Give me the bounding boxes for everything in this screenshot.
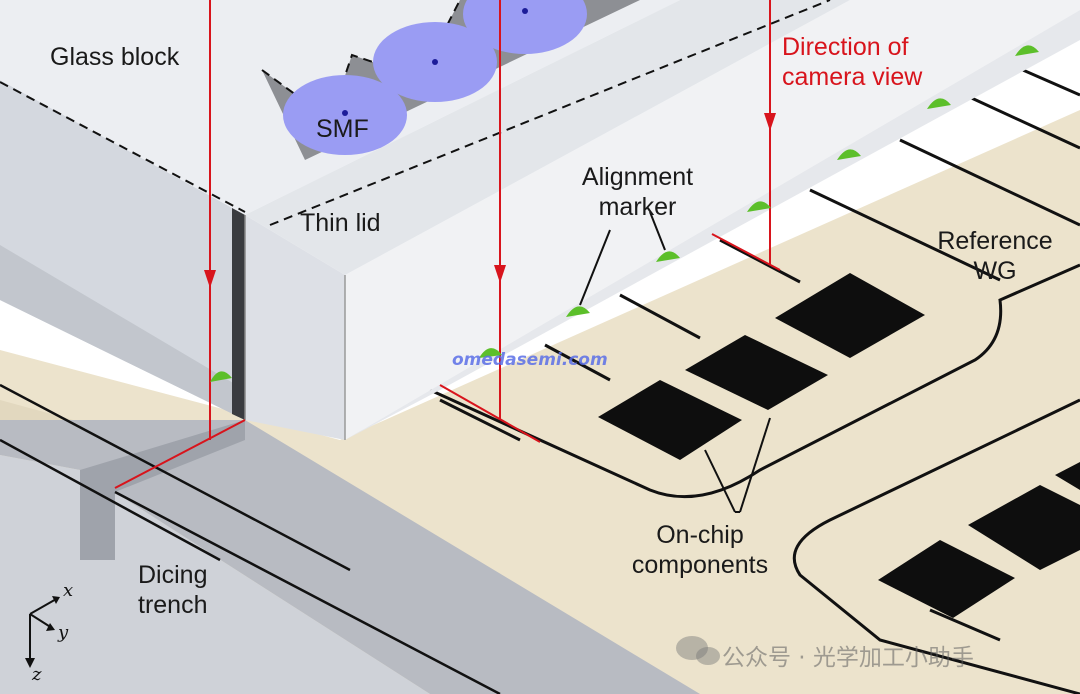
axis-x-label: x	[63, 580, 74, 601]
single-mode-fibers	[283, 0, 587, 155]
lid-gap	[232, 208, 245, 420]
component-4	[878, 540, 1015, 618]
thin-lid-top	[245, 0, 850, 275]
glass-block-bottom-shade	[0, 245, 245, 420]
marker-1	[210, 371, 232, 382]
axis-triad	[25, 596, 60, 668]
trench-edge	[114, 490, 501, 694]
axis-z-label: z	[32, 664, 42, 685]
camera-rays	[114, 0, 781, 489]
camera-view-label: Direction of camera view	[782, 32, 922, 92]
camera-view-line-1: Direction of	[782, 33, 909, 61]
glass-block-label: Glass block	[50, 43, 180, 71]
fiber-3	[463, 0, 587, 54]
marker-3	[566, 306, 590, 317]
component-2	[685, 335, 828, 410]
dicing-trench-floor	[0, 420, 700, 694]
alignment-marker-line-1: Alignment	[581, 163, 694, 191]
thin-lid-front-lower	[345, 10, 1080, 440]
waveguides	[429, 58, 1080, 694]
marker-6	[837, 149, 861, 160]
component-5	[968, 485, 1080, 570]
alignment-marker-label: Alignment marker	[560, 162, 715, 222]
trench-edge-back	[0, 383, 351, 572]
on-chip-components	[598, 273, 1080, 618]
alignment-markers	[210, 45, 1039, 382]
component-3	[775, 273, 925, 358]
thin-lid-front	[345, 0, 1080, 440]
alignment-marker-line-2: marker	[598, 193, 677, 221]
glass-outlines	[0, 0, 831, 226]
marker-5	[747, 201, 771, 212]
axis-y-label: y	[58, 622, 69, 643]
on-chip-components-label: On-chip components	[615, 520, 785, 580]
reference-wg-line-2: WG	[973, 257, 1017, 285]
reference-wg-label: Reference WG	[925, 226, 1065, 286]
component-6	[1055, 462, 1080, 490]
dicing-trench-label: Dicing trench	[138, 560, 207, 620]
v-groove-outline	[261, 0, 461, 122]
thin-lid-side	[245, 215, 345, 440]
on-chip-components-line-1: On-chip	[656, 521, 744, 549]
wechat-logo	[676, 636, 720, 665]
reference-wg-line-1: Reference	[937, 227, 1053, 255]
dicing-trench-line-2: trench	[138, 591, 208, 619]
marker-4	[656, 251, 680, 262]
thin-lid-label: Thin lid	[300, 209, 381, 237]
watermark-account: 公众号 · 光学加工小助手	[722, 645, 974, 671]
leader-lines	[579, 211, 771, 513]
on-chip-components-line-2: components	[631, 551, 769, 579]
marker-2	[479, 348, 502, 358]
marker-7	[927, 98, 951, 109]
trench-edge-front	[0, 438, 221, 562]
glass-block-side	[0, 80, 245, 420]
component-1	[598, 380, 742, 460]
smf-label: SMF	[316, 115, 369, 143]
watermark-url: omedasemi.com	[452, 350, 608, 370]
camera-view-line-2: camera view	[782, 63, 923, 91]
dicing-trench-cut	[80, 420, 245, 560]
dicing-trench-line-1: Dicing	[138, 561, 208, 589]
marker-8	[1015, 45, 1039, 56]
